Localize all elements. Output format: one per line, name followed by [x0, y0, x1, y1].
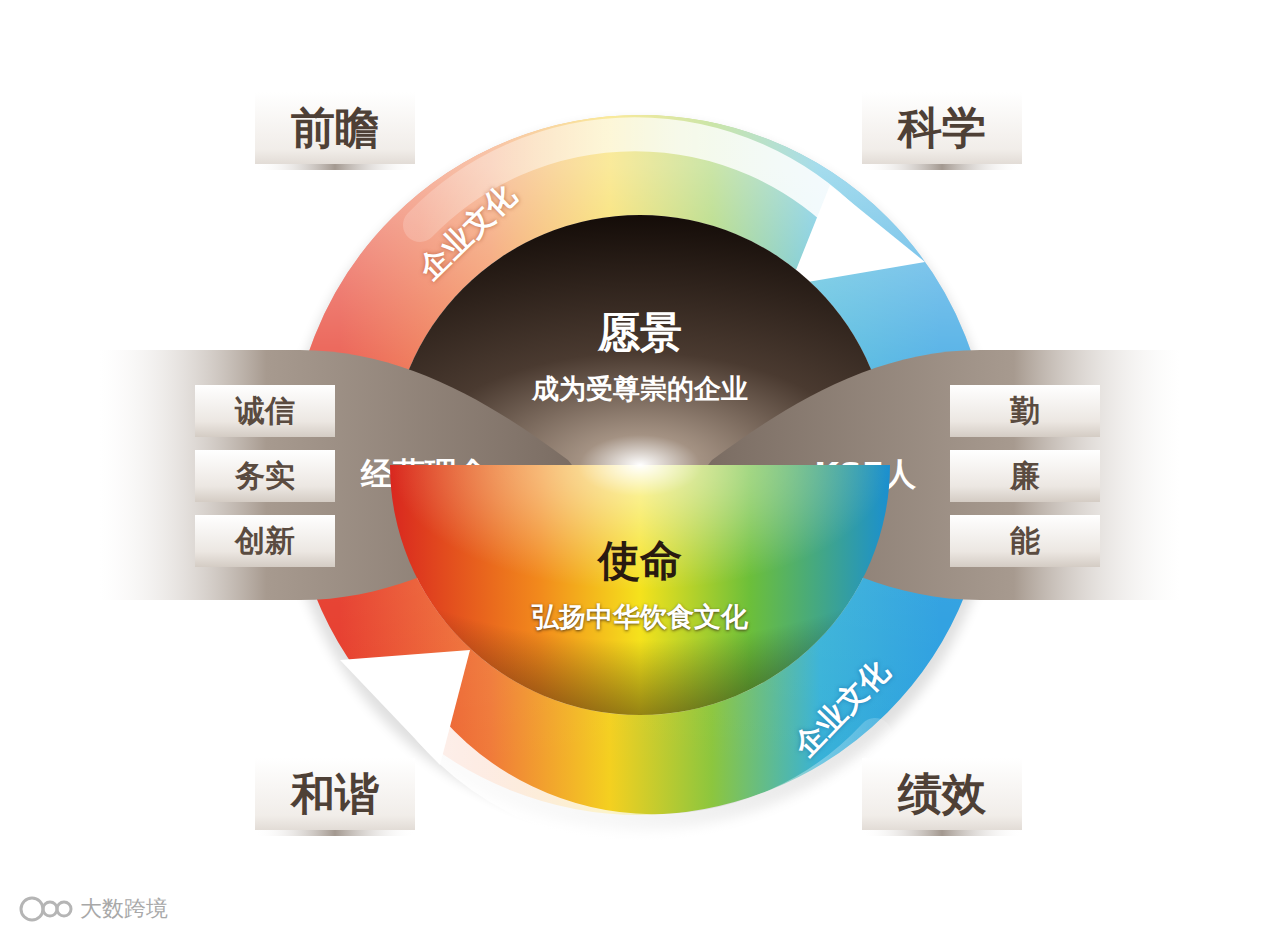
corner-tab: 绩效 — [862, 758, 1022, 838]
node-body: 成为受尊崇的企业 — [532, 371, 748, 407]
mission-half: 使命弘扬中华饮食文化 — [390, 465, 890, 715]
node-title: 廉 — [1010, 456, 1040, 497]
corner-tab: 前瞻 — [255, 92, 415, 172]
mission-half-shape — [390, 465, 890, 715]
watermark-logo — [21, 898, 71, 920]
virtue-tab: 能 — [950, 515, 1100, 567]
node-title: 绩效 — [898, 765, 986, 824]
node-title: 和谐 — [291, 765, 379, 824]
value-tab: 诚信 — [195, 385, 335, 437]
node-title: 能 — [1010, 521, 1040, 562]
node-title: 务实 — [235, 456, 295, 497]
node-title: 愿景 — [598, 305, 682, 361]
virtue-tab: 廉 — [950, 450, 1100, 502]
corner-tab: 和谐 — [255, 758, 415, 838]
node-title: 创新 — [235, 521, 295, 562]
node-title: 勤 — [1010, 391, 1040, 432]
node-title: 前瞻 — [291, 99, 379, 158]
value-tab: 创新 — [195, 515, 335, 567]
node-title: 诚信 — [235, 391, 295, 432]
corner-tab: 科学 — [862, 92, 1022, 172]
node-title: 使命 — [598, 533, 682, 589]
node-title: 科学 — [898, 99, 986, 158]
watermark: 大数跨境 — [80, 894, 168, 924]
node-body: 弘扬中华饮食文化 — [532, 599, 748, 635]
value-tab: 务实 — [195, 450, 335, 502]
virtue-tab: 勤 — [950, 385, 1100, 437]
